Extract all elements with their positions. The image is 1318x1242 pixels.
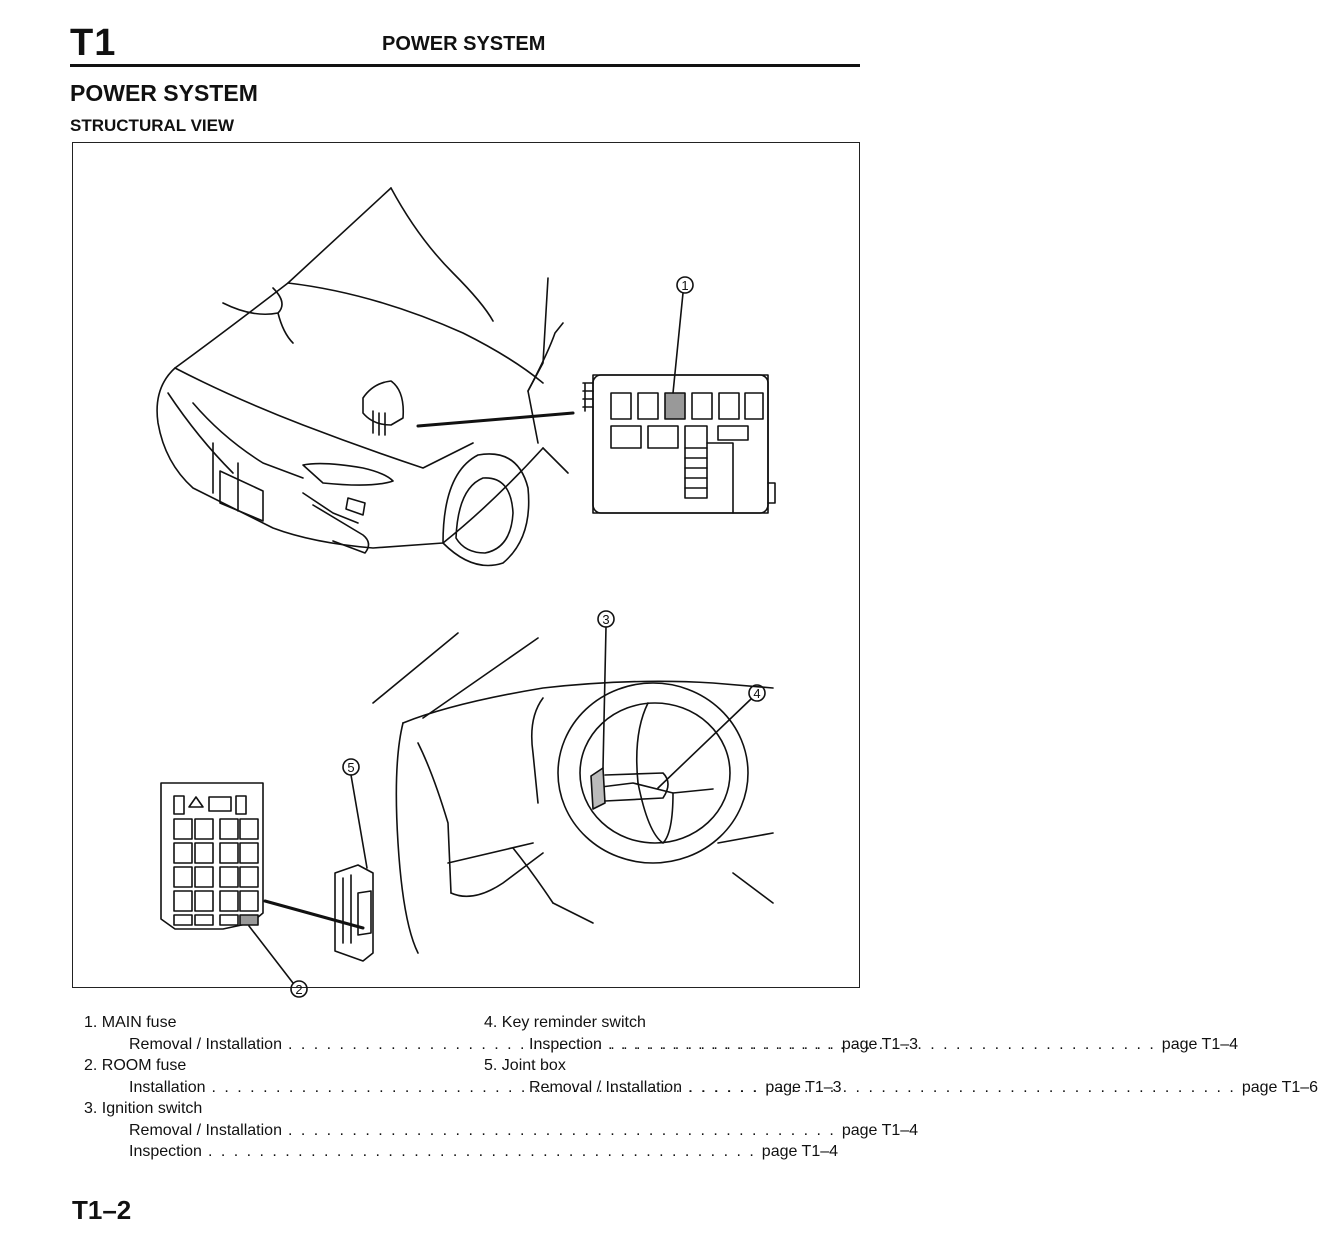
main-fuse-block xyxy=(582,374,776,514)
header-section-code: T1 xyxy=(70,22,117,64)
legend-column-left: 1. MAIN fuse Removal / Installation page… xyxy=(84,1012,918,1163)
leader-dots xyxy=(608,1034,1156,1056)
ref-label: Removal / Installation xyxy=(529,1078,682,1096)
legend-ref: Removal / Installation page T1–4 xyxy=(84,1120,918,1142)
page-number: T1–2 xyxy=(72,1195,132,1225)
ref-label: Inspection xyxy=(529,1035,602,1053)
legend-ref: Inspection page T1–4 xyxy=(84,1141,838,1163)
callout-1: 1 xyxy=(672,276,694,394)
ref-page: page T1–4 xyxy=(1161,1035,1239,1053)
ref-label: Removal / Installation xyxy=(129,1121,282,1139)
subsection-title: STRUCTURAL VIEW xyxy=(70,116,235,135)
legend-ref: Inspection page T1–4 xyxy=(484,1034,1238,1056)
legend-item-key-reminder-switch: 4. Key reminder switch Inspection page T… xyxy=(484,1012,1238,1056)
header-title: POWER SYSTEM xyxy=(382,33,546,55)
legend-ref: Removal / Installation page T1–6 xyxy=(484,1077,1318,1099)
legend-column-right: 4. Key reminder switch Inspection page T… xyxy=(484,1012,1318,1099)
ref-label: Installation xyxy=(129,1078,206,1096)
ref-page: page T1–6 xyxy=(1241,1078,1318,1096)
legend-item-room-fuse: 2. ROOM fuse Installation page T1–3 xyxy=(84,1055,842,1099)
legend-item-name: 3. Ignition switch xyxy=(84,1100,203,1117)
legend-item-joint-box: 5. Joint box Removal / Installation page… xyxy=(484,1055,1318,1099)
legend-item-ignition-switch: 3. Ignition switch Removal / Installatio… xyxy=(84,1098,918,1163)
callout-3-label: 3 xyxy=(602,612,609,627)
dashboard-drawing xyxy=(372,632,774,954)
legend-item-name: 5. Joint box xyxy=(484,1057,566,1074)
legend-ref: Installation page T1–3 xyxy=(84,1077,842,1099)
callout-4: 4 xyxy=(657,684,766,789)
ref-page: page T1–4 xyxy=(841,1121,919,1139)
legend-ref: Removal / Installation page T1–3 xyxy=(84,1034,918,1056)
ref-label: Inspection xyxy=(129,1143,202,1160)
legend-item-name: 2. ROOM fuse xyxy=(84,1057,187,1074)
structural-view-figure: 1 3 xyxy=(72,142,860,998)
legend-item-main-fuse: 1. MAIN fuse Removal / Installation page… xyxy=(84,1012,918,1056)
ref-page: page T1–4 xyxy=(761,1143,839,1160)
legend-item-name: 4. Key reminder switch xyxy=(484,1014,646,1031)
callout-1-label: 1 xyxy=(681,278,688,293)
room-fuse-block xyxy=(160,782,264,930)
ref-label: Removal / Installation xyxy=(129,1035,282,1053)
leader-dots xyxy=(288,1120,836,1142)
structural-view-illustration: 1 3 xyxy=(156,187,776,998)
callout-2-label: 2 xyxy=(295,982,302,997)
room-fuse-leader xyxy=(263,899,365,930)
leader-dots xyxy=(688,1077,1236,1099)
car-front-drawing xyxy=(156,187,569,567)
callout-5-label: 5 xyxy=(347,760,354,775)
header-rule xyxy=(70,64,860,67)
main-fuse-leader xyxy=(416,411,575,428)
joint-box xyxy=(334,864,374,962)
legend-item-name: 1. MAIN fuse xyxy=(84,1014,177,1031)
callout-3: 3 xyxy=(597,610,615,769)
callout-4-label: 4 xyxy=(753,686,760,701)
callout-5: 5 xyxy=(342,758,368,869)
callout-2: 2 xyxy=(248,925,308,998)
leader-dots xyxy=(208,1141,756,1163)
section-title: POWER SYSTEM xyxy=(70,80,258,106)
